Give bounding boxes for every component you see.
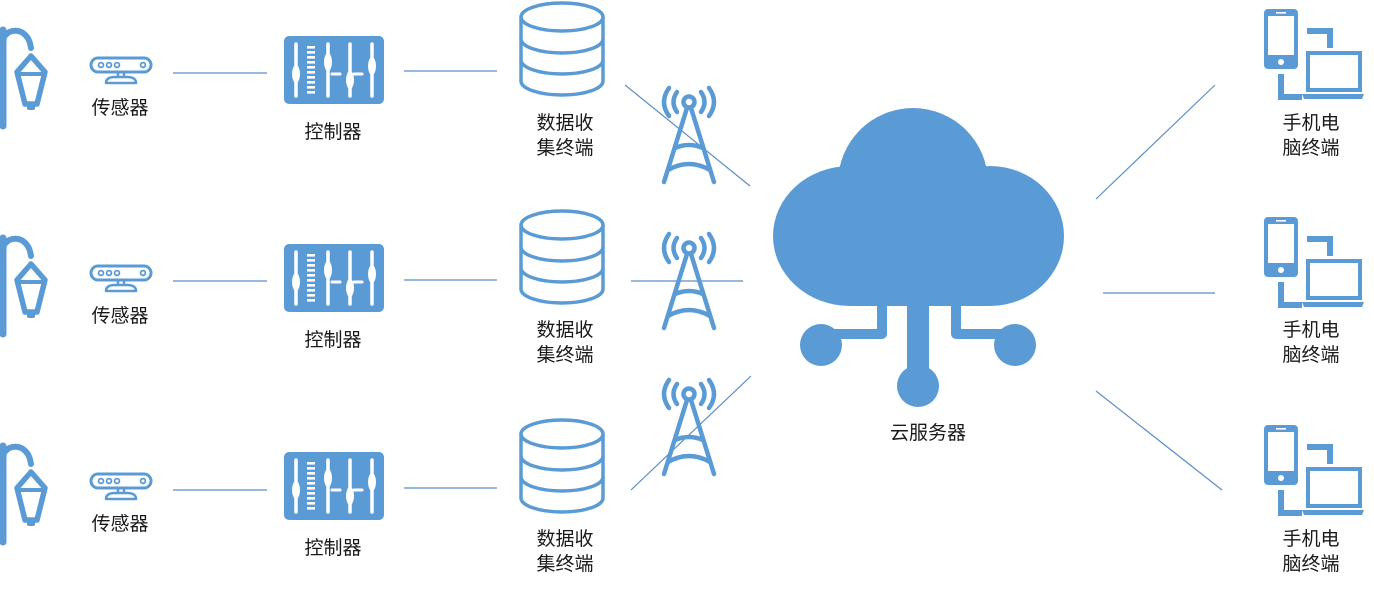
sensor-icon	[89, 472, 153, 501]
street-lamp-icon	[3, 30, 45, 126]
phone-laptop-icon	[1264, 9, 1364, 99]
collector-label: 数据收 集终端	[536, 527, 593, 577]
terminal-label-line2: 脑终端	[1282, 137, 1340, 159]
controller-sliders-icon	[282, 242, 386, 314]
signal-tower-icon	[664, 88, 714, 182]
sensor-label: 传感器	[91, 305, 149, 327]
controller-label: 控制器	[304, 121, 362, 143]
phone-laptop-icon	[1264, 217, 1364, 307]
signal-tower-icon	[664, 380, 714, 474]
sensor-icon	[89, 264, 153, 293]
controller-label: 控制器	[304, 537, 362, 559]
terminal-label-line1: 手机电	[1282, 528, 1340, 550]
terminal-label-line1: 手机电	[1282, 112, 1340, 134]
controller-sliders-icon	[282, 34, 386, 106]
collector-label-line2: 集终端	[536, 137, 594, 159]
collector-label-line1: 数据收	[536, 112, 594, 134]
connector-lines	[173, 70, 1223, 491]
sensor-icon	[89, 56, 153, 85]
street-lamp-icon	[3, 238, 45, 334]
controller-sliders-icon	[282, 450, 386, 522]
collector-label: 数据收 集终端	[536, 111, 593, 161]
collector-label: 数据收 集终端	[536, 318, 593, 368]
terminal-label: 手机电 脑终端	[1282, 318, 1339, 368]
terminal-label-line2: 脑终端	[1282, 553, 1340, 575]
phone-laptop-icon	[1264, 425, 1364, 515]
sensor-label: 传感器	[91, 97, 149, 119]
cloud-terminal-line	[1095, 84, 1216, 200]
collector-label-line2: 集终端	[536, 344, 594, 366]
controller-label: 控制器	[304, 329, 362, 351]
cloud-terminal-line	[1095, 390, 1223, 491]
cloud-server-label: 云服务器	[889, 422, 967, 444]
terminal-label-line1: 手机电	[1282, 319, 1340, 341]
terminal-label: 手机电 脑终端	[1282, 527, 1339, 577]
sensor-label: 传感器	[91, 513, 149, 535]
collector-cloud-line	[630, 375, 752, 491]
collector-cloud-line	[624, 84, 751, 187]
street-lamp-icon	[3, 446, 45, 542]
collector-label-line1: 数据收	[536, 528, 594, 550]
terminal-label: 手机电 脑终端	[1282, 111, 1339, 161]
database-icon	[519, 209, 605, 305]
database-icon	[519, 418, 605, 514]
collector-label-line2: 集终端	[536, 553, 594, 575]
cloud-server-icon	[773, 108, 1064, 407]
terminal-label-line2: 脑终端	[1282, 344, 1340, 366]
database-icon	[519, 1, 605, 97]
collector-label-line1: 数据收	[536, 319, 594, 341]
